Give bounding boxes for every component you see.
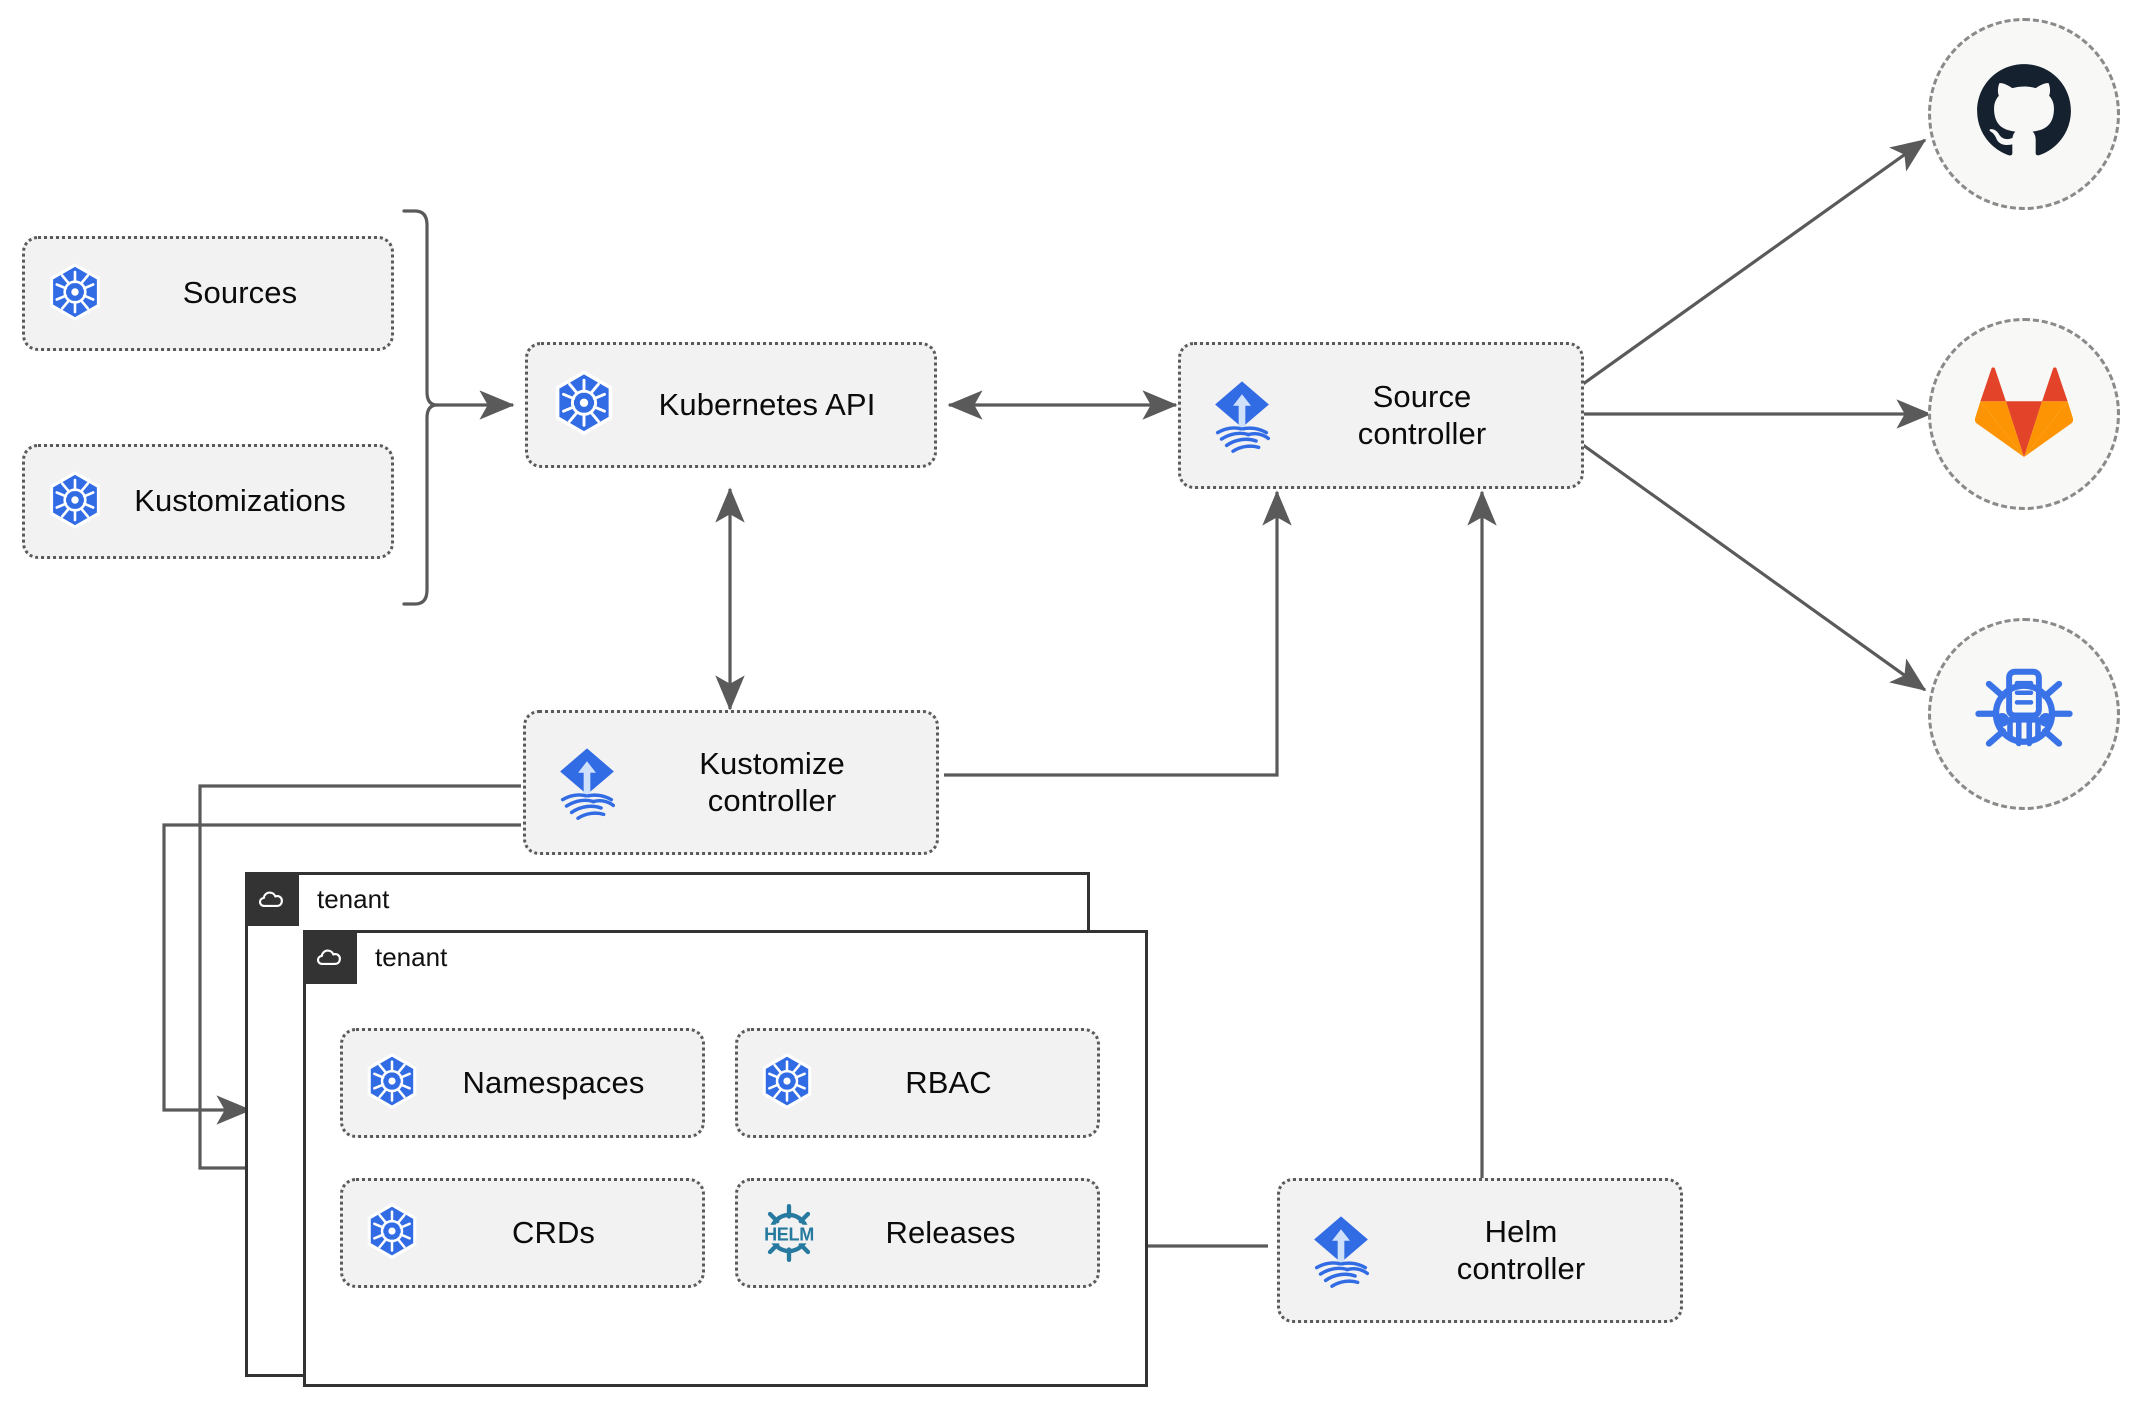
chart-repository-icon <box>1968 656 2080 773</box>
endpoint-gitlab[interactable] <box>1928 318 2120 510</box>
edge-kustomize-to-source-controller <box>944 490 1292 777</box>
helm-icon: HELM <box>756 1200 822 1266</box>
tenant-inner-tabbar: tenant <box>303 930 447 984</box>
node-namespaces-label: Namespaces <box>462 1064 645 1100</box>
cloud-icon <box>245 872 299 926</box>
kubernetes-icon <box>361 1052 423 1114</box>
node-crds[interactable]: CRDs <box>340 1178 705 1288</box>
cloud-icon <box>303 930 357 984</box>
node-rbac-label: RBAC <box>905 1064 992 1100</box>
svg-text:HELM: HELM <box>764 1225 814 1245</box>
kubernetes-icon <box>43 262 107 326</box>
kubernetes-icon <box>548 369 620 441</box>
edge-source-to-chart-repo <box>1582 443 1927 692</box>
node-sources-label: Sources <box>182 275 298 311</box>
flux-icon <box>546 742 628 824</box>
node-crds-label: CRDs <box>511 1214 596 1250</box>
node-kubernetes-api[interactable]: Kubernetes API <box>525 342 937 468</box>
node-sources[interactable]: Sources <box>22 236 394 351</box>
kubernetes-icon <box>361 1202 423 1264</box>
node-kustomizations-label: Kustomizations <box>134 483 346 519</box>
endpoint-chart-repository[interactable] <box>1928 618 2120 810</box>
tenant-inner-label: tenant <box>375 941 448 972</box>
node-rbac[interactable]: RBAC <box>735 1028 1100 1138</box>
flux-icon <box>1300 1210 1382 1292</box>
edge-source-to-github <box>1582 138 1927 386</box>
group-brace <box>402 209 439 606</box>
gitlab-icon <box>1974 365 2074 464</box>
kubernetes-icon <box>43 470 107 534</box>
node-releases[interactable]: HELM Releases <box>735 1178 1100 1288</box>
tenant-outer-tabbar: tenant <box>245 872 389 926</box>
node-releases-label: Releases <box>885 1214 1016 1250</box>
endpoint-github[interactable] <box>1928 18 2120 210</box>
github-icon <box>1974 62 2074 167</box>
node-namespaces[interactable]: Namespaces <box>340 1028 705 1138</box>
node-kubernetes-api-label: Kubernetes API <box>658 386 876 422</box>
tenant-outer-label: tenant <box>317 883 390 914</box>
kubernetes-icon <box>756 1052 818 1114</box>
node-kustomizations[interactable]: Kustomizations <box>22 444 394 559</box>
flux-icon <box>1201 375 1283 457</box>
tenant-window-inner[interactable]: tenant <box>303 930 1148 1387</box>
